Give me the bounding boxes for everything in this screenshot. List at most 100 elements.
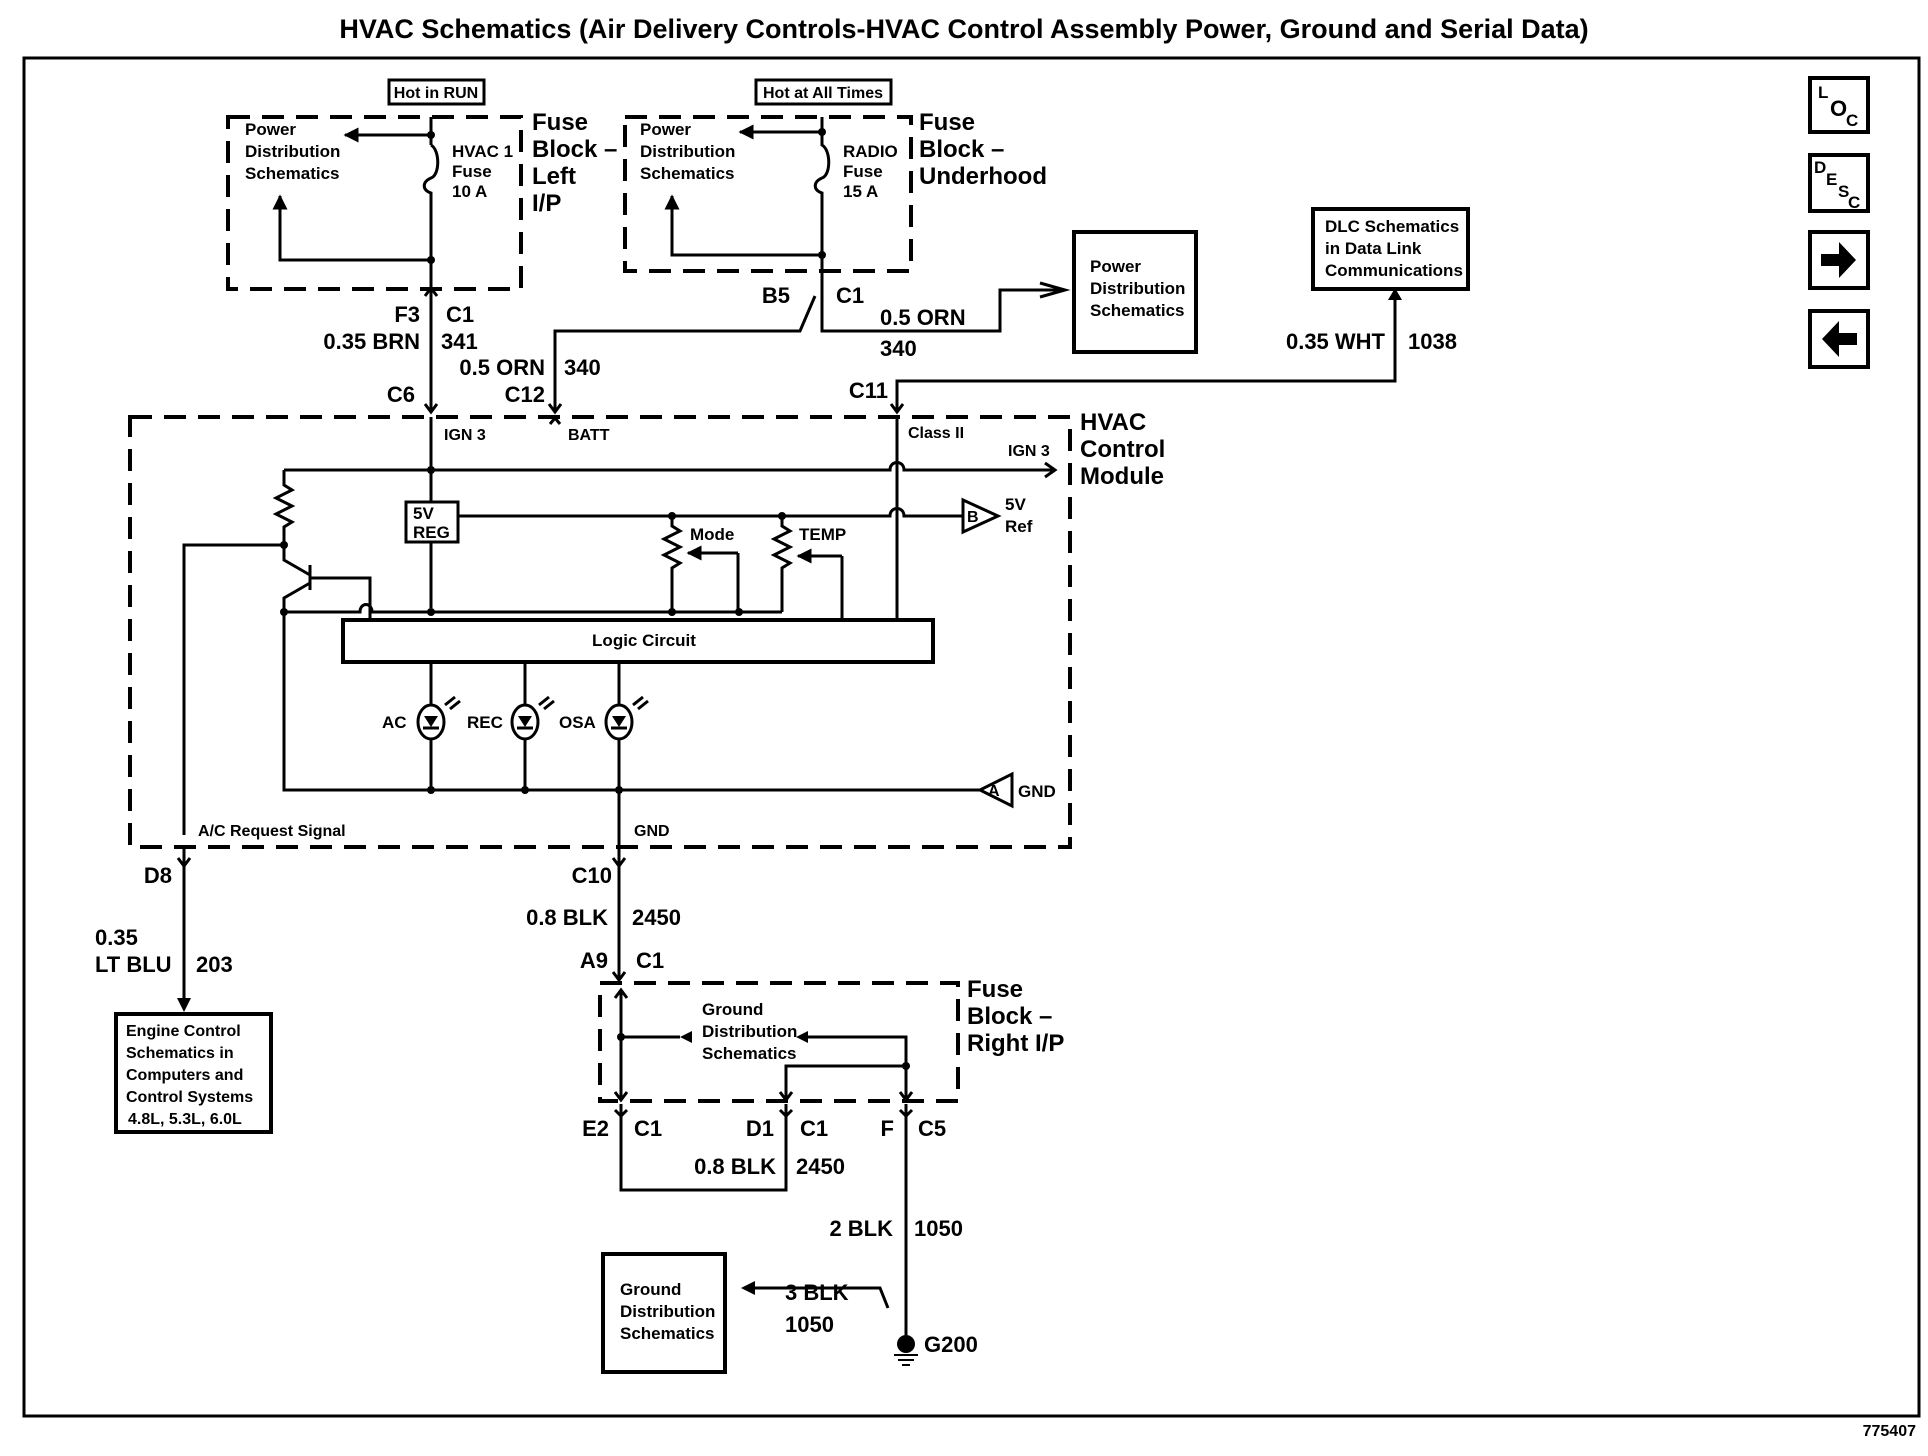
svg-text:E2: E2 [582, 1116, 609, 1141]
svg-text:A: A [988, 783, 1000, 800]
circuit-1038: 0.35 WHT 1038 C11 [849, 288, 1457, 415]
svg-text:340: 340 [564, 355, 601, 380]
ground-g200: G200 [894, 1332, 978, 1366]
logic-circuit-label: Logic Circuit [592, 631, 696, 650]
svg-text:2450: 2450 [796, 1154, 845, 1179]
svg-text:S: S [1838, 182, 1849, 201]
power-distribution-reference[interactable]: Power Distribution Schematics [1072, 230, 1198, 354]
svg-text:341: 341 [441, 329, 478, 354]
svg-text:10 A: 10 A [452, 182, 487, 201]
svg-text:5V: 5V [1005, 495, 1026, 514]
svg-text:C5: C5 [918, 1116, 946, 1141]
led-ac: AC [382, 662, 461, 790]
g200-label: G200 [924, 1332, 978, 1357]
svg-text:Ground: Ground [620, 1280, 681, 1299]
svg-text:A/C Request Signal: A/C Request Signal [198, 823, 346, 840]
next-button[interactable] [1808, 230, 1870, 290]
svg-text:AC: AC [382, 713, 407, 732]
svg-text:0.5 ORN: 0.5 ORN [880, 305, 966, 330]
svg-text:OSA: OSA [559, 713, 596, 732]
fuse-block-underhood: Hot at All Times Power Distribution Sche… [623, 78, 1047, 273]
svg-text:Class II: Class II [908, 425, 964, 442]
svg-text:1050: 1050 [914, 1216, 963, 1241]
svg-text:0.35 BRN: 0.35 BRN [323, 329, 420, 354]
svg-text:Fuse: Fuse [452, 162, 492, 181]
svg-text:Fuse: Fuse [532, 109, 588, 136]
page-title: HVAC Schematics (Air Delivery Controls-H… [339, 14, 1588, 44]
svg-text:D: D [1814, 158, 1826, 177]
svg-text:F3: F3 [394, 302, 420, 327]
svg-text:Fuse: Fuse [967, 976, 1023, 1003]
svg-text:0.8 BLK: 0.8 BLK [526, 905, 608, 930]
mode-label: Mode [690, 525, 734, 544]
desc-icon: D E S C [1814, 158, 1860, 212]
svg-text:C: C [1846, 111, 1858, 130]
hot-at-all-times-label: Hot at All Times [763, 85, 883, 102]
svg-text:GND: GND [634, 823, 670, 840]
svg-text:C12: C12 [505, 382, 545, 407]
fuse-block-right-ip: Fuse Block – Right I/P Ground Distributi… [598, 976, 1064, 1103]
loc-icon: L O C [1818, 83, 1858, 130]
engine-control-reference[interactable]: Engine Control Schematics in Computers a… [114, 1012, 273, 1134]
svg-text:Schematics: Schematics [620, 1324, 715, 1343]
svg-text:REG: REG [413, 523, 450, 542]
svg-text:Schematics in: Schematics in [126, 1045, 234, 1062]
svg-text:E: E [1826, 170, 1837, 189]
hot-in-run-label: Hot in RUN [394, 85, 478, 102]
svg-text:in Data Link: in Data Link [1325, 239, 1422, 258]
previous-button[interactable] [1808, 309, 1870, 369]
led-rec: REC [467, 662, 555, 790]
svg-text:GND: GND [1018, 782, 1056, 801]
radio-fuse-label: RADIO [843, 142, 898, 161]
5v-reg-label: 5V [413, 504, 434, 523]
svg-text:3 BLK: 3 BLK [785, 1280, 849, 1305]
svg-text:BATT: BATT [568, 427, 610, 444]
svg-text:Ground: Ground [702, 1000, 763, 1019]
circuit-1050: 2 BLK 1050 3 BLK 1050 [741, 1216, 963, 1337]
svg-text:Power: Power [1090, 257, 1141, 276]
svg-text:Control Systems: Control Systems [126, 1089, 253, 1106]
svg-text:2 BLK: 2 BLK [829, 1216, 893, 1241]
svg-text:Distribution: Distribution [620, 1302, 715, 1321]
svg-text:B: B [967, 509, 979, 526]
svg-text:D8: D8 [144, 863, 172, 888]
svg-text:Block –: Block – [967, 1003, 1052, 1030]
svg-text:0.5 ORN: 0.5 ORN [459, 355, 545, 380]
circuit-341: F3 C1 0.35 BRN 341 C6 [323, 285, 478, 415]
hvac-control-module: HVAC Control Module IGN 3 BATT Class II … [128, 409, 1165, 849]
svg-text:Module: Module [1080, 463, 1164, 490]
svg-text:C1: C1 [836, 283, 864, 308]
svg-text:0.35 WHT: 0.35 WHT [1286, 329, 1386, 354]
svg-text:15 A: 15 A [843, 182, 878, 201]
loc-button[interactable]: L O C [1808, 76, 1870, 134]
svg-text:O: O [1830, 96, 1847, 121]
circuit-2450: C10 0.8 BLK 2450 A9 C1 [526, 848, 681, 983]
svg-text:340: 340 [880, 336, 917, 361]
figure-number: 775407 [1863, 1423, 1916, 1440]
svg-text:Distribution: Distribution [1090, 279, 1185, 298]
svg-text:Power: Power [245, 120, 296, 139]
svg-text:C1: C1 [636, 948, 664, 973]
svg-text:Power: Power [640, 120, 691, 139]
svg-text:Computers and: Computers and [126, 1067, 243, 1084]
svg-text:Distribution: Distribution [640, 142, 735, 161]
dlc-reference[interactable]: DLC Schematics in Data Link Communicatio… [1311, 207, 1470, 291]
svg-text:C1: C1 [446, 302, 474, 327]
svg-text:C11: C11 [849, 378, 888, 403]
svg-text:Block –: Block – [532, 136, 617, 163]
svg-text:Schematics: Schematics [702, 1044, 797, 1063]
svg-text:1038: 1038 [1408, 329, 1457, 354]
svg-text:Distribution: Distribution [702, 1022, 797, 1041]
svg-text:C: C [1848, 193, 1860, 212]
arrow-right-icon [1821, 242, 1856, 278]
svg-text:Schematics: Schematics [245, 164, 340, 183]
temp-label: TEMP [799, 525, 846, 544]
svg-text:Communications: Communications [1325, 261, 1463, 280]
svg-text:Fuse: Fuse [919, 109, 975, 136]
svg-text:0.8 BLK: 0.8 BLK [694, 1154, 776, 1179]
svg-text:Left: Left [532, 163, 576, 190]
svg-text:I/P: I/P [532, 190, 561, 217]
desc-button[interactable]: D E S C [1808, 153, 1870, 213]
ground-distribution-reference[interactable]: Ground Distribution Schematics [601, 1252, 727, 1374]
